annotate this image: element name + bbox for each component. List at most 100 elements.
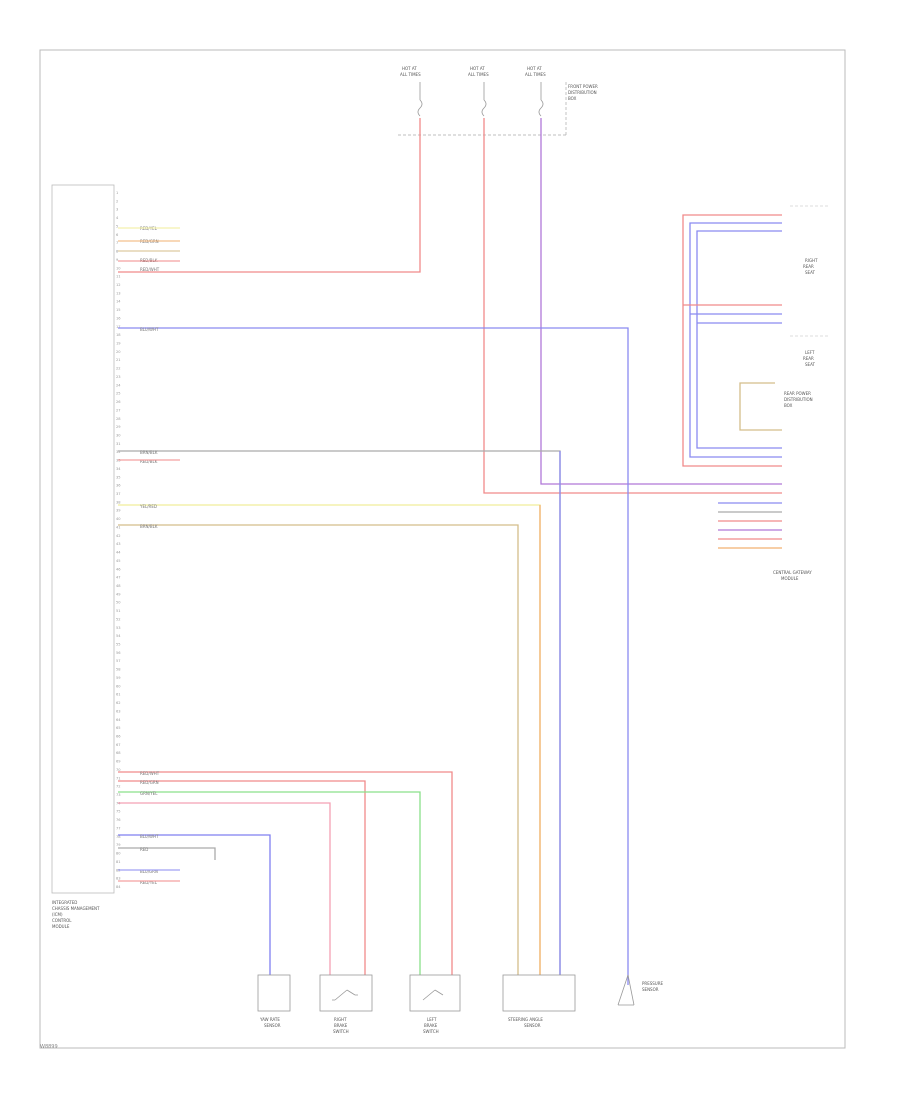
wire-label-12: GRN/YEL bbox=[140, 791, 158, 796]
diagram-frame bbox=[39, 49, 846, 1049]
left-seat-label-1: LEFT bbox=[805, 350, 815, 355]
module-pin-number: 16 bbox=[116, 316, 121, 320]
module-pin-number: 43 bbox=[116, 542, 121, 546]
module-pin-number: 75 bbox=[116, 810, 121, 814]
module-pin-number: 14 bbox=[116, 300, 121, 304]
module-pin-number: 38 bbox=[116, 500, 121, 504]
module-pin-number: 64 bbox=[116, 718, 121, 722]
module-pin-number: 29 bbox=[116, 425, 121, 429]
module-pin-number: 22 bbox=[116, 367, 121, 371]
right-component-labels: RIGHT REAR SEAT LEFT REAR SEAT REAR POWE… bbox=[773, 205, 828, 581]
module-pin-number: 80 bbox=[116, 852, 121, 856]
module-pin-number: 35 bbox=[116, 475, 121, 479]
module-pin-number: 78 bbox=[116, 835, 121, 839]
module-pin-number: 49 bbox=[116, 592, 121, 596]
module-pin-number: 8 bbox=[116, 250, 119, 254]
steering-sensor-label-1: STEERING ANGLE bbox=[508, 1017, 543, 1022]
module-pin-number: 45 bbox=[116, 559, 121, 563]
wire-label-6: BRN/BLK bbox=[140, 450, 158, 455]
right-brake-switch-symbol bbox=[332, 989, 358, 1001]
yaw-rate-sensor-box bbox=[257, 974, 291, 1012]
wire-gray bbox=[118, 450, 561, 975]
module-pin-number: 40 bbox=[116, 517, 121, 521]
wire-blue-bottom bbox=[118, 834, 271, 975]
module-pin-number: 32 bbox=[116, 450, 121, 454]
wire-right-blue-2 bbox=[696, 230, 782, 449]
wire-tan bbox=[118, 524, 519, 975]
fuse-3 bbox=[538, 82, 544, 117]
rear-box-label-1: REAR POWER bbox=[784, 391, 811, 396]
wire-red-bottom-1 bbox=[118, 771, 453, 975]
module-pin-number: 83 bbox=[116, 877, 121, 881]
module-name-line-4: CONTROL bbox=[52, 918, 72, 923]
module-pin-number: 23 bbox=[116, 375, 121, 379]
module-name-line-2: CHASSIS MANAGEMENT bbox=[52, 906, 100, 911]
module-pin-number: 53 bbox=[116, 626, 121, 630]
yaw-sensor-label-2: SENSOR bbox=[264, 1023, 281, 1028]
wire-label-8: YEL/RED bbox=[139, 504, 157, 509]
module-pin-number: 69 bbox=[116, 760, 121, 764]
left-brake-label-1: LEFT bbox=[427, 1017, 437, 1022]
module-pin-number: 51 bbox=[116, 609, 121, 613]
right-brake-label-2: BRAKE bbox=[334, 1023, 348, 1028]
module-pin-number: 57 bbox=[116, 659, 121, 663]
module-pin-number: 17 bbox=[116, 325, 121, 329]
gateway-connector-pins bbox=[718, 502, 782, 549]
module-pin-number: 77 bbox=[116, 826, 121, 830]
left-brake-label-3: SWITCH bbox=[423, 1029, 439, 1034]
module-pin-number: 63 bbox=[116, 709, 121, 713]
module-pin-number: 50 bbox=[116, 601, 121, 605]
module-pin-number: 68 bbox=[116, 751, 121, 755]
fuse-box-label-line-2: DISTRIBUTION bbox=[568, 90, 597, 95]
module-pin-number: 70 bbox=[116, 768, 121, 772]
wire-pink-bottom bbox=[118, 802, 331, 975]
module-pin-number: 37 bbox=[116, 492, 121, 496]
rear-box-label-2: DISTRIBUTION bbox=[784, 397, 813, 402]
module-pin-number: 66 bbox=[116, 734, 121, 738]
module-pin-number: 55 bbox=[116, 643, 121, 647]
module-pin-number: 58 bbox=[116, 668, 121, 672]
module-pin-number: 79 bbox=[116, 843, 121, 847]
yaw-sensor-label-1: YAW RATE bbox=[259, 1017, 280, 1022]
module-pin-number: 41 bbox=[116, 525, 121, 529]
module-pin-number: 11 bbox=[116, 275, 121, 279]
control-module-label: INTEGRATED CHASSIS MANAGEMENT (ICM) CONT… bbox=[52, 900, 100, 929]
module-pin-number: 13 bbox=[116, 291, 121, 295]
steering-sensor-label-2: SENSOR bbox=[524, 1023, 541, 1028]
module-pin-number: 62 bbox=[116, 701, 121, 705]
module-pin-number: 34 bbox=[116, 467, 121, 471]
module-pin-number: 24 bbox=[116, 383, 121, 387]
right-brake-label-1: RIGHT bbox=[334, 1017, 347, 1022]
module-pin-number: 21 bbox=[116, 358, 121, 362]
module-pin-number: 73 bbox=[116, 793, 121, 797]
right-brake-switch-box bbox=[319, 974, 373, 1012]
fuse-1 bbox=[417, 82, 423, 117]
module-pin-number: 19 bbox=[116, 342, 121, 346]
left-seat-label-2: REAR bbox=[803, 356, 814, 361]
right-seat-label-2: REAR bbox=[803, 264, 814, 269]
wire-power-purple bbox=[540, 118, 782, 485]
wire-right-blue-1 bbox=[689, 222, 782, 458]
wire-power-red bbox=[118, 118, 421, 273]
wire-network bbox=[118, 118, 782, 985]
module-pin-number: 47 bbox=[116, 576, 121, 580]
module-pin-number: 30 bbox=[116, 433, 121, 437]
module-pin-number: 61 bbox=[116, 693, 121, 697]
module-pin-number: 18 bbox=[116, 333, 121, 337]
wire-label-10: RED/WHT bbox=[140, 771, 160, 776]
module-pin-number: 25 bbox=[116, 392, 121, 396]
module-pin-number: 71 bbox=[116, 776, 121, 780]
wire-label-16: RED/YEL bbox=[140, 880, 158, 885]
module-pin-number: 10 bbox=[116, 266, 121, 270]
module-name-line-3: (ICM) bbox=[52, 912, 63, 917]
wire-label-4: RED/WHT bbox=[140, 267, 160, 272]
fuse-2 bbox=[481, 82, 487, 117]
fuse-box-label-line-1: FRONT POWER bbox=[568, 84, 598, 89]
wire-can-blue bbox=[118, 327, 629, 985]
pressure-sensor-label-2: SENSOR bbox=[642, 987, 659, 992]
right-seat-label-1: RIGHT bbox=[805, 258, 818, 263]
module-pin-number: 31 bbox=[116, 442, 121, 446]
wire-label-9: BRN/BLK bbox=[140, 524, 158, 529]
bottom-components bbox=[257, 974, 635, 1012]
